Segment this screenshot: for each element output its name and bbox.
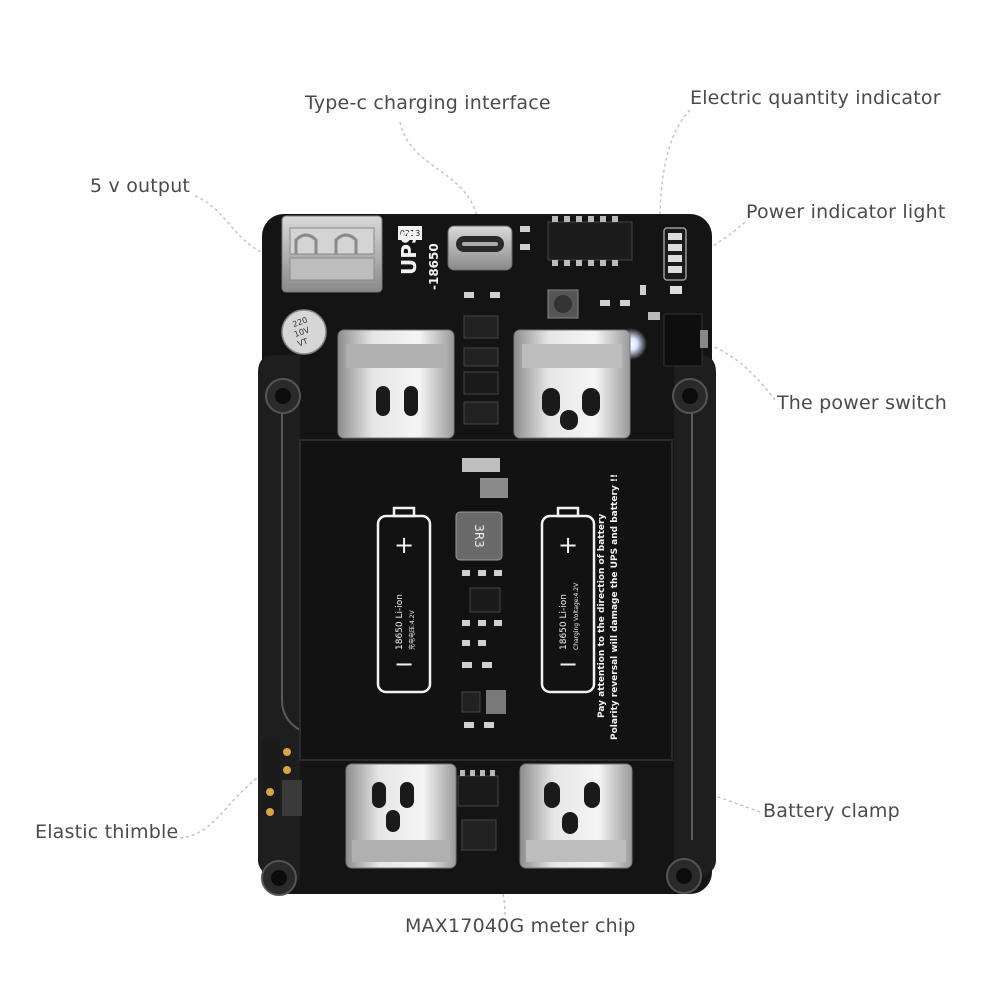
screw-bl-hole <box>271 870 287 886</box>
left-battery-type: 18650 Li-ion <box>395 594 405 650</box>
polarity-warning: Pay attention to the direction of batter… <box>597 474 620 740</box>
right-plus: + <box>558 531 578 559</box>
clamp-top-right <box>513 329 631 439</box>
battery-level-leds <box>663 227 687 294</box>
right-minus: − <box>558 650 578 678</box>
callout-electric-quantity: Electric quantity indicator <box>690 87 941 109</box>
version-badge-text: 0213 <box>400 229 420 238</box>
screw-br-hole <box>676 868 692 884</box>
led-1 <box>668 233 682 240</box>
charger-ic <box>547 221 633 261</box>
callout-meter-chip: MAX17040G meter chip <box>405 915 636 937</box>
warning-line-1: Pay attention to the direction of batter… <box>597 514 607 718</box>
battery-symbol-right: + − 18650 Li-ion Charging Voltage:4.2V <box>540 506 596 694</box>
clamp-bottom-right <box>519 763 633 869</box>
screws <box>261 378 708 896</box>
led-4 <box>668 266 682 273</box>
board-silkscreen-name: 0213 UPS -18650 <box>397 226 441 290</box>
callout-power-switch: The power switch <box>777 392 947 414</box>
usb-a-tongue <box>289 227 375 255</box>
board-model: -18650 <box>427 243 441 290</box>
holder-edge-left <box>281 380 301 731</box>
leader-typec <box>399 121 479 223</box>
electrolytic-capacitor: 220 10V VT <box>281 309 327 355</box>
leader-switch <box>689 339 776 401</box>
callout-battery-clamp: Battery clamp <box>763 800 900 822</box>
board-name: UPS <box>397 230 421 275</box>
pogo-pin-1 <box>283 748 291 756</box>
pogo-pin-2 <box>283 766 291 774</box>
pogo-pin-4 <box>266 808 274 816</box>
top-ics <box>463 216 646 425</box>
cap-mark-3: VT <box>296 337 309 349</box>
right-battery-type: 18650 Li-ion <box>559 594 569 650</box>
battery-clamps <box>337 329 633 869</box>
left-battery-voltage: 充电电压:4.2V <box>408 609 416 650</box>
version-badge <box>398 226 422 240</box>
meter-chip <box>457 775 499 807</box>
led-2 <box>668 244 682 251</box>
left-plus: + <box>394 531 414 559</box>
callout-power-light: Power indicator light <box>746 201 946 223</box>
clamp-bottom-left <box>345 763 457 869</box>
pogo-pins <box>262 740 302 816</box>
holder-right-rail <box>674 355 716 880</box>
inductor-mark: 3R3 <box>472 524 486 548</box>
power-led <box>670 286 682 294</box>
leader-thimble <box>179 771 266 839</box>
leader-electric <box>659 109 691 223</box>
warning-line-2: Polarity reversal will damage the UPS an… <box>610 474 620 740</box>
left-minus: − <box>394 650 414 678</box>
usb-a-port <box>281 215 383 293</box>
callout-elastic-thimble: Elastic thimble <box>35 821 179 843</box>
screw-tr-hole <box>682 388 698 404</box>
switch-body <box>663 313 703 367</box>
screw-tl-hole <box>275 388 291 404</box>
center-components: 3R3 <box>455 458 508 851</box>
clamp-top-left <box>337 329 455 439</box>
power-inductor <box>455 511 503 561</box>
battery-symbol-left: + − 18650 Li-ion 充电电压:4.2V <box>376 506 432 694</box>
right-battery-voltage: Charging Voltage:4.2V <box>573 582 580 650</box>
typec-port <box>447 225 513 271</box>
led-3 <box>668 255 682 262</box>
callout-5v-output: 5 v output <box>90 175 191 197</box>
pogo-pin-3 <box>266 788 274 796</box>
callout-typec-interface: Type-c charging interface <box>305 92 551 114</box>
